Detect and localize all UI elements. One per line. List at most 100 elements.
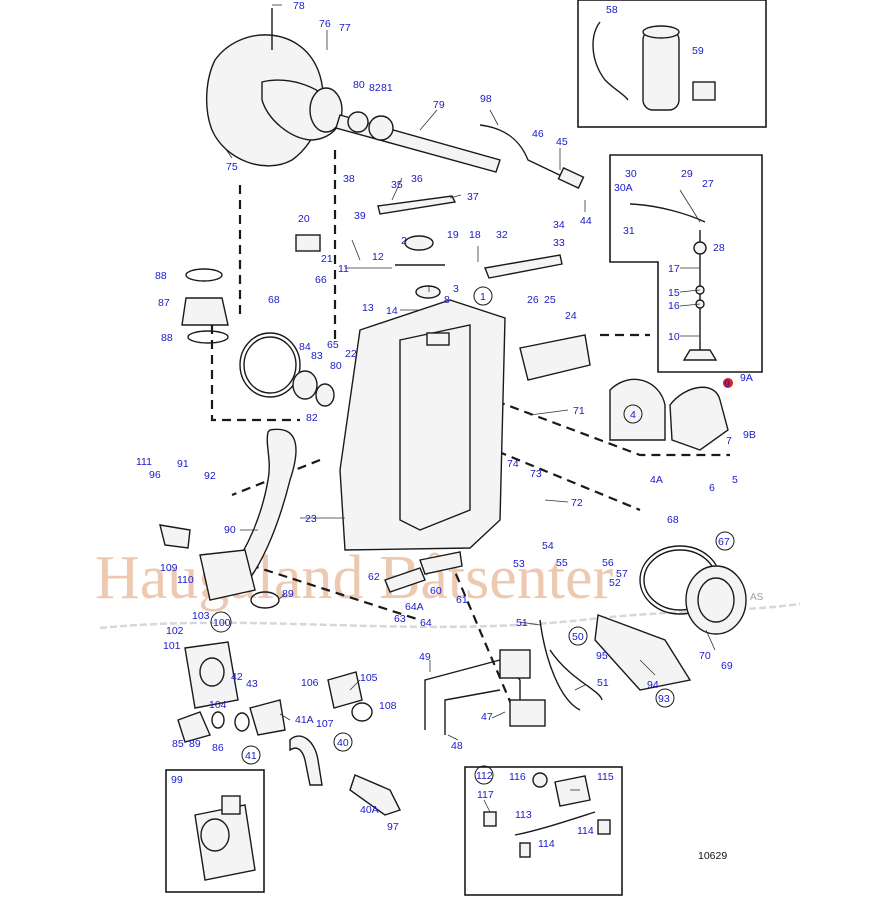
trim-pump-59 — [642, 25, 716, 111]
label-43: 43 — [246, 678, 258, 690]
leader-lines — [224, 4, 716, 813]
label-56: 56 — [602, 557, 614, 569]
label-3: 3 — [453, 283, 459, 295]
drawing-number: 10629 — [698, 850, 727, 862]
elbow-85 — [177, 711, 211, 743]
label-103: 103 — [192, 610, 210, 622]
label-96: 96 — [149, 469, 161, 481]
label-28: 28 — [713, 242, 725, 254]
label-41: 41 — [245, 750, 257, 762]
label-93: 93 — [658, 693, 670, 705]
bolt-114b — [597, 819, 611, 835]
label-8: 8 — [444, 294, 450, 306]
label-11: 11 — [338, 263, 349, 275]
o-ring-68 — [239, 332, 301, 398]
label-57: 57 — [616, 568, 628, 580]
label-48: 48 — [451, 740, 463, 752]
label-73: 73 — [530, 468, 542, 480]
label-21: 21 — [321, 253, 333, 265]
bracket-115 — [554, 775, 591, 807]
label-5: 5 — [732, 474, 738, 486]
label-82b: 82 — [306, 412, 318, 424]
label-30A: 30A — [614, 182, 633, 194]
label-35: 35 — [391, 179, 403, 191]
bellows-87 — [181, 297, 229, 326]
label-99: 99 — [171, 774, 183, 786]
bracket-62 — [384, 567, 426, 593]
label-60: 60 — [430, 585, 442, 597]
flange-ring-67 — [685, 565, 747, 635]
label-113: 113 — [515, 809, 532, 821]
pump-cover-104 — [184, 641, 239, 709]
label-44: 44 — [580, 215, 592, 227]
inset-box-power-trim — [577, 0, 767, 128]
watermark: Haugaland Båtsenter AS — [95, 544, 801, 630]
bracket-109 — [159, 524, 191, 549]
label-50: 50 — [572, 631, 584, 643]
label-22: 22 — [345, 348, 357, 360]
label-9A: 9A — [740, 372, 753, 384]
inset-box-pump — [165, 769, 265, 893]
pad-20 — [295, 234, 321, 252]
label-114b: 114 — [538, 838, 555, 850]
label-115: 115 — [597, 771, 614, 783]
hose-58 — [592, 21, 629, 101]
label-7: 7 — [726, 435, 732, 447]
label-53: 53 — [513, 558, 525, 570]
label-16: 16 — [668, 300, 680, 312]
label-64: 64 — [420, 617, 432, 629]
label-38: 38 — [343, 173, 355, 185]
clamp-88 — [185, 268, 223, 282]
highlight-marker — [723, 378, 733, 388]
label-20: 20 — [298, 213, 310, 225]
label-88b: 88 — [161, 332, 173, 344]
label-6: 6 — [709, 482, 715, 494]
label-70: 70 — [699, 650, 711, 662]
drive-shaft — [335, 111, 501, 173]
valve-47 — [499, 649, 531, 679]
label-12: 12 — [372, 251, 384, 263]
label-40A: 40A — [360, 804, 379, 816]
label-49: 49 — [419, 651, 431, 663]
label-110: 110 — [177, 574, 194, 586]
sensor-stack — [682, 230, 718, 361]
cable-51b — [549, 649, 603, 701]
label-81: 81 — [381, 82, 393, 94]
cable-98 — [479, 124, 571, 181]
label-105: 105 — [360, 672, 378, 684]
label-90: 90 — [224, 524, 236, 536]
label-54: 54 — [542, 540, 554, 552]
label-40: 40 — [337, 737, 349, 749]
label-65: 65 — [327, 339, 339, 351]
label-59: 59 — [692, 45, 704, 57]
label-62: 62 — [368, 571, 380, 583]
pump-body-110 — [199, 549, 256, 601]
pad-24 — [519, 334, 591, 381]
label-111: 111 — [136, 456, 152, 468]
valve-41 — [249, 699, 286, 736]
label-25: 25 — [544, 294, 556, 306]
hose-40 — [289, 735, 323, 786]
label-112: 112 — [476, 770, 493, 782]
label-72: 72 — [571, 497, 583, 509]
cable-51a — [539, 619, 581, 711]
pump-99 — [194, 795, 256, 881]
nut-116 — [532, 772, 548, 788]
label-24: 24 — [565, 310, 577, 322]
cable-113 — [514, 811, 596, 836]
label-42: 42 — [231, 671, 243, 683]
label-84: 84 — [299, 341, 311, 353]
label-10: 10 — [668, 331, 680, 343]
label-19: 19 — [447, 229, 459, 241]
label-58: 58 — [606, 4, 618, 16]
bearing-84 — [292, 370, 318, 400]
label-80b: 80 — [330, 360, 342, 372]
label-91: 91 — [177, 458, 189, 470]
label-51a: 51 — [516, 617, 528, 629]
label-80a: 80 — [353, 79, 365, 91]
watermark-text: Haugaland Båtsenter — [95, 544, 614, 612]
label-32: 32 — [496, 229, 508, 241]
label-26: 26 — [527, 294, 539, 306]
label-29: 29 — [681, 168, 693, 180]
label-66: 66 — [315, 274, 327, 286]
